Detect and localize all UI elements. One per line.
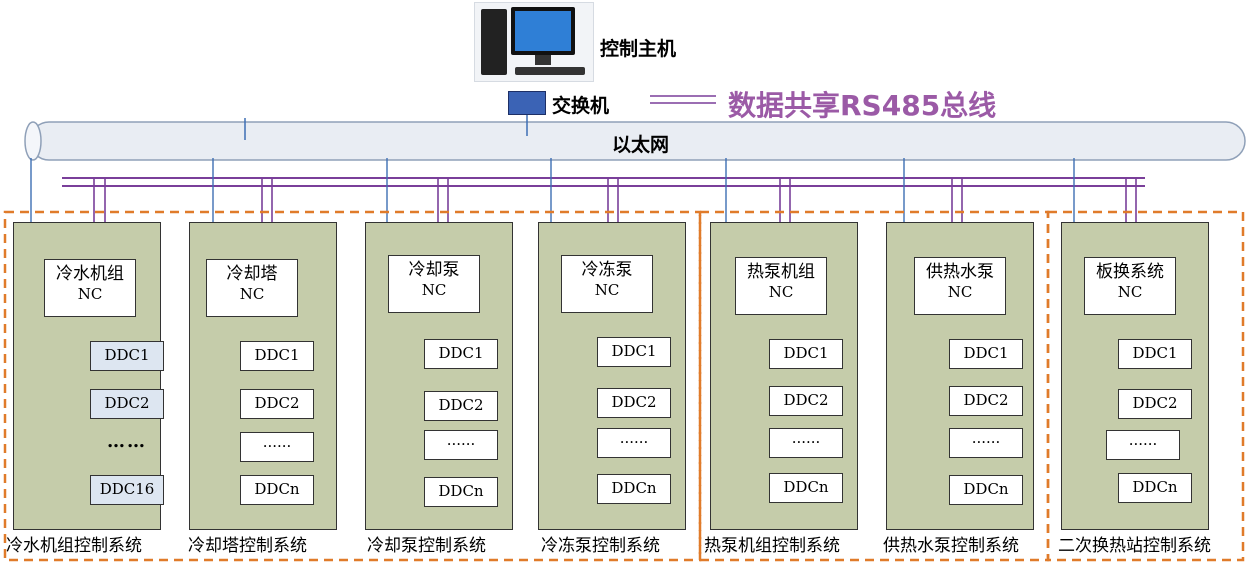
subsystem-panel: 冷冻泵 NC DDC1 DDC2 ······ DDCn <box>538 222 686 530</box>
ddc-ellipsis: ······ <box>949 428 1023 458</box>
computer-icon <box>474 2 594 82</box>
ddc-box: DDC2 <box>240 389 314 419</box>
ddc-box: DDC2 <box>769 386 843 416</box>
ddc-box: DDC1 <box>769 339 843 369</box>
system-label: 热泵机组控制系统 <box>704 536 840 556</box>
ddc-box: DDC2 <box>597 388 671 418</box>
keyboard <box>515 67 585 75</box>
subsystem-panel: 冷却塔 NC DDC1 DDC2 ······ DDCn <box>189 222 337 530</box>
ddc-box: DDCn <box>424 477 498 507</box>
subsystem-panel: 热泵机组 NC DDC1 DDC2 ······ DDCn <box>710 222 858 530</box>
nc-name: 冷冻泵 <box>581 260 633 280</box>
ddc-box: DDC1 <box>597 337 671 367</box>
system-label: 二次换热站控制系统 <box>1058 536 1211 556</box>
nc-controller: 冷却泵 NC <box>388 255 480 313</box>
nc-controller: 热泵机组 NC <box>735 257 827 315</box>
ddc-box: DDC1 <box>90 341 164 371</box>
system-label: 供热水泵控制系统 <box>883 536 1019 556</box>
ddc-box: DDC2 <box>1118 389 1192 419</box>
switch-label: 交换机 <box>552 95 610 117</box>
system-label: 冷水机组控制系统 <box>6 536 142 556</box>
nc-controller: 冷冻泵 NC <box>561 255 653 313</box>
nc-controller: 板换系统 NC <box>1084 257 1176 315</box>
nc-controller: 供热水泵 NC <box>914 257 1006 315</box>
nc-name: 供热水泵 <box>926 262 994 282</box>
group-border-cooling <box>3 210 702 562</box>
subsystem-panel: 冷却泵 NC DDC1 DDC2 ······ DDCn <box>365 222 513 530</box>
nc-code: NC <box>1117 283 1143 302</box>
nc-code: NC <box>594 281 620 300</box>
group-border-exchange <box>1046 210 1245 562</box>
ddc-box: DDC1 <box>240 341 314 371</box>
nc-code: NC <box>768 283 794 302</box>
nc-code: NC <box>421 281 447 300</box>
nc-name: 冷却泵 <box>408 260 460 280</box>
ddc-box: DDC1 <box>424 339 498 369</box>
nc-name: 板换系统 <box>1096 262 1164 282</box>
monitor-stand <box>535 55 551 65</box>
nc-code: NC <box>77 285 103 304</box>
ddc-box: DDCn <box>949 475 1023 505</box>
ddc-ellipsis: …… <box>107 431 147 452</box>
tower-case <box>481 9 507 75</box>
nc-controller: 冷却塔 NC <box>206 259 298 317</box>
ddc-box: DDCn <box>769 473 843 503</box>
ddc-box: DDC1 <box>949 339 1023 369</box>
ddc-ellipsis: ······ <box>597 428 671 458</box>
nc-controller: 冷水机组 NC <box>44 259 136 317</box>
monitor-screen <box>511 7 575 55</box>
ddc-box: DDC16 <box>90 475 164 505</box>
system-label: 冷却塔控制系统 <box>188 536 307 556</box>
ddc-box: DDCn <box>240 475 314 505</box>
ethernet-label: 以太网 <box>612 134 670 156</box>
subsystem-panel: 供热水泵 NC DDC1 DDC2 ······ DDCn <box>886 222 1034 530</box>
nc-code: NC <box>239 285 265 304</box>
subsystem-panel: 冷水机组 NC DDC1 DDC2 …… DDC16 <box>13 222 164 530</box>
nc-name: 热泵机组 <box>747 262 815 282</box>
nc-code: NC <box>947 283 973 302</box>
switch-icon <box>508 91 546 115</box>
ddc-box: DDC2 <box>424 391 498 421</box>
nc-name: 冷却塔 <box>226 264 278 284</box>
ddc-ellipsis: ······ <box>1106 430 1180 460</box>
ddc-box: DDC2 <box>949 386 1023 416</box>
group-border-heat-pump <box>698 210 1050 562</box>
ddc-box: DDC1 <box>1118 339 1192 369</box>
subsystem-panel: 板换系统 NC DDC1 DDC2 ······ DDCn <box>1061 222 1209 530</box>
ddc-box: DDCn <box>1118 473 1192 503</box>
ddc-ellipsis: ······ <box>240 432 314 462</box>
ddc-ellipsis: ······ <box>769 428 843 458</box>
host-label: 控制主机 <box>600 38 677 60</box>
rs485-bus-label: 数据共享RS485总线 <box>728 89 997 122</box>
ddc-box: DDC2 <box>90 389 164 419</box>
system-label: 冷冻泵控制系统 <box>541 536 660 556</box>
ddc-ellipsis: ······ <box>424 430 498 460</box>
ethernet-pipe-end <box>24 121 42 161</box>
system-label: 冷却泵控制系统 <box>367 536 486 556</box>
ddc-box: DDCn <box>597 474 671 504</box>
nc-name: 冷水机组 <box>56 264 124 284</box>
